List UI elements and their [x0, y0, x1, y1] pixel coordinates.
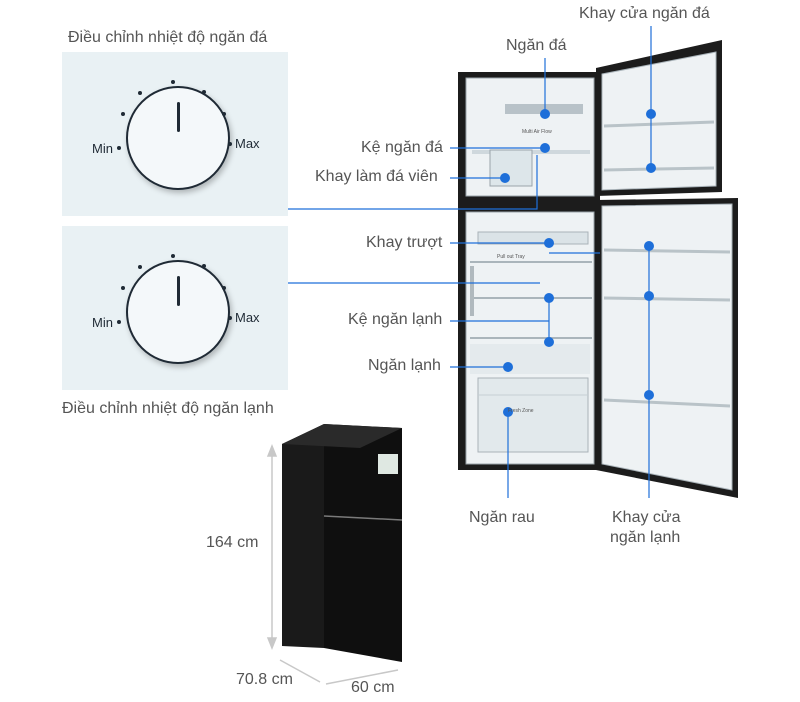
- closed-fridge: [282, 424, 403, 662]
- dial-dot: [228, 142, 232, 146]
- dial-dot: [171, 80, 175, 84]
- label-fridge: Ngăn lạnh: [368, 357, 441, 374]
- freezer-dial-panel: Min Max: [62, 52, 288, 216]
- dimension-depth: 70.8 cm: [236, 671, 293, 688]
- label-fridge-shelf: Kệ ngăn lạnh: [348, 311, 443, 328]
- label-ice-tray: Khay làm đá viên: [315, 168, 438, 185]
- freezer-door: [596, 40, 722, 196]
- dial-dot: [138, 91, 142, 95]
- markers: [500, 109, 656, 417]
- dimension-width: 60 cm: [351, 679, 395, 696]
- dial-dot: [121, 112, 125, 116]
- dial-max-label: Max: [235, 310, 260, 325]
- label-fridge-door-tray-1: Khay cửa: [612, 509, 681, 526]
- dimension-height: 164 cm: [206, 534, 259, 551]
- dial-min-label: Min: [92, 315, 113, 330]
- dimension-arrows: [266, 443, 399, 685]
- dial-dot: [138, 265, 142, 269]
- dial-dot: [228, 316, 232, 320]
- dial-dot: [202, 90, 206, 94]
- interior-text-fresh-zone: Fresh Zone: [508, 408, 534, 414]
- dial-dot: [117, 146, 121, 150]
- label-freezer-door-tray: Khay cửa ngăn đá: [579, 5, 710, 22]
- fridge-dial-panel: Min Max: [62, 226, 288, 390]
- fridge-dial[interactable]: [126, 260, 230, 364]
- dial-indicator: [177, 102, 180, 132]
- dial-dot: [202, 264, 206, 268]
- fridge-door: [596, 198, 738, 498]
- freezer-dial-title: Điều chỉnh nhiệt độ ngăn đá: [68, 29, 268, 46]
- dial-dot: [117, 320, 121, 324]
- dial-dot: [171, 254, 175, 258]
- label-fridge-door-tray-2: ngăn lạnh: [610, 529, 681, 546]
- dial-min-label: Min: [92, 141, 113, 156]
- label-freezer-shelf: Kệ ngăn đá: [361, 139, 443, 156]
- dial-dot: [222, 112, 226, 116]
- freezer-dial[interactable]: [126, 86, 230, 190]
- label-vegetable-drawer: Ngăn rau: [469, 509, 535, 526]
- interior-text-pull-out-tray: Pull out Tray: [497, 254, 525, 260]
- dial-dot: [222, 286, 226, 290]
- dial-max-label: Max: [235, 136, 260, 151]
- dial-dot: [121, 286, 125, 290]
- fridge-dial-title: Điều chỉnh nhiệt độ ngăn lạnh: [62, 400, 274, 417]
- interior-text-multi-air-flow: Multi Air Flow: [522, 129, 552, 135]
- label-freezer: Ngăn đá: [506, 37, 567, 54]
- fridge-body: [458, 72, 600, 470]
- label-sliding-tray: Khay trượt: [366, 234, 443, 251]
- dial-indicator: [177, 276, 180, 306]
- leader-lines: [288, 26, 652, 498]
